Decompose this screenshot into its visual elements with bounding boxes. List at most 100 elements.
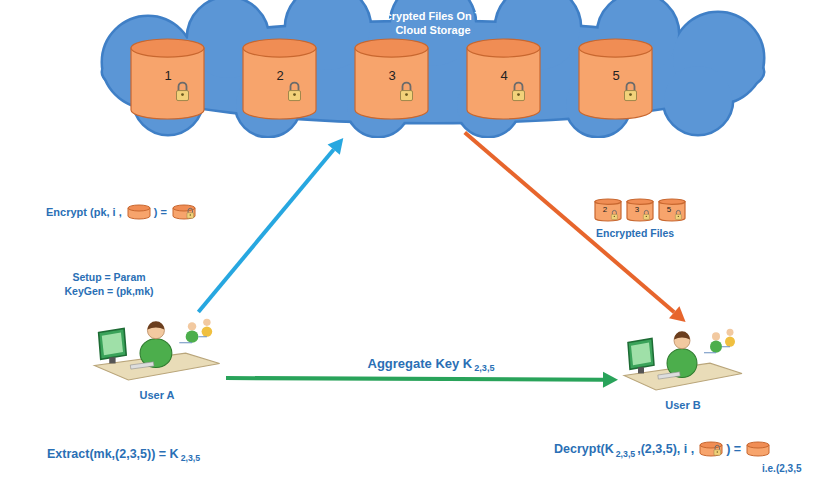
- encrypted-file: 3: [354, 38, 429, 120]
- monitor: [99, 328, 127, 359]
- lock-body: [675, 214, 681, 219]
- user-illustration: [618, 322, 748, 394]
- lock-keyhole: [629, 93, 632, 96]
- cloud-part: [664, 66, 732, 134]
- encrypted-file-icon: [172, 204, 196, 220]
- formula-text: i.e.(2,3,5: [762, 463, 801, 474]
- keyboard: [130, 362, 154, 369]
- formula-line: Decrypt(K2,3,5,(2,3,5), i ,) =: [554, 441, 773, 459]
- peer-body: [186, 331, 199, 343]
- edge-label-text: Aggregate Key K: [368, 356, 473, 371]
- lock-shackle: [676, 210, 680, 214]
- formula-text: ) =: [154, 206, 167, 218]
- formula-line: Encrypted Files: [596, 226, 676, 239]
- peer-head: [712, 332, 720, 340]
- file-icon: [127, 204, 151, 220]
- peer-body: [202, 326, 213, 336]
- cylinder-body: [131, 48, 204, 119]
- peer-link: [704, 347, 730, 353]
- cylinder-top: [243, 39, 316, 57]
- cylinder-body: [243, 48, 316, 119]
- arrow-connector: [465, 132, 686, 322]
- file-number: 2: [600, 205, 610, 215]
- cylinder-body: [579, 48, 652, 119]
- cloud-fill: [103, 0, 763, 136]
- lock-keyhole: [181, 93, 184, 96]
- lock-keyhole: [405, 93, 408, 96]
- lock-body: [177, 91, 189, 101]
- lock-body: [625, 91, 637, 101]
- user-workstation: User A: [88, 312, 226, 412]
- cylinder-top: [659, 199, 685, 204]
- formula-line: Setup = Param: [50, 270, 170, 283]
- arrow-head: [328, 138, 344, 155]
- cylinder-body: [355, 48, 428, 119]
- user-name: User B: [618, 398, 748, 412]
- lock-keyhole: [189, 214, 191, 216]
- cylinder-top: [467, 39, 540, 57]
- cylinder-shape: [658, 198, 686, 222]
- user-workstation: User B: [618, 322, 748, 427]
- file-number: 5: [608, 68, 624, 84]
- peer-body: [725, 336, 735, 346]
- cylinder-top: [747, 442, 769, 448]
- lock-keyhole: [517, 93, 520, 96]
- monitor-screen: [102, 333, 123, 356]
- monitor: [628, 338, 654, 369]
- lock-body: [611, 214, 617, 219]
- formula-text: ,(2,3,5), i ,: [637, 442, 694, 456]
- cylinder-top: [700, 442, 722, 448]
- person-hair: [147, 321, 164, 329]
- lock-shackle: [627, 83, 635, 91]
- arrow-head: [669, 306, 686, 322]
- cylinder-body: [467, 48, 540, 119]
- cylinder-top: [128, 205, 150, 211]
- formula-line: i.e.(2,3,5: [762, 462, 803, 474]
- lock-shackle: [188, 208, 192, 212]
- lock-shackle: [291, 83, 299, 91]
- cylinder-top: [627, 199, 653, 204]
- lock-shackle: [179, 83, 187, 91]
- cylinder-shape: [594, 198, 622, 222]
- cylinder-top: [355, 39, 428, 57]
- arrow-connector: [226, 372, 618, 388]
- encrypted-file: 1: [130, 38, 205, 120]
- formula-line: KeyGen = (pk,mk): [50, 284, 170, 297]
- cloud-storage: Encrypted Files On The Cloud Storage 1 2 3 4…: [88, 0, 778, 138]
- formula-text: KeyGen = (pk,mk): [65, 285, 154, 297]
- cylinder-shape: [626, 198, 654, 222]
- monitor-screen: [631, 343, 651, 366]
- lock-body: [289, 91, 301, 101]
- formula-text: ) =: [726, 442, 741, 456]
- lock-body: [513, 91, 525, 101]
- formula-text: Setup = Param: [72, 271, 145, 283]
- lock-shackle: [515, 83, 523, 91]
- formula-text: Extract(mk,(2,3,5)) = K: [47, 447, 179, 461]
- encrypted-file: 5: [578, 38, 653, 120]
- file-number: 3: [632, 205, 642, 215]
- cylinder-top: [131, 39, 204, 57]
- subscript-text: 2,3,5: [474, 363, 494, 373]
- peer-head: [727, 329, 734, 336]
- encrypted-file: 2: [242, 38, 317, 120]
- lock-body: [401, 91, 413, 101]
- edge-label: Aggregate Key K2,3,5: [368, 355, 497, 374]
- lock-shackle: [403, 83, 411, 91]
- lock-keyhole: [646, 216, 647, 217]
- formula-text: Encrypt (pk, i ,: [46, 206, 122, 218]
- file-number: 4: [496, 68, 512, 84]
- peer-body: [710, 341, 722, 353]
- lock-shackle: [644, 210, 648, 214]
- shared-file: 2: [594, 198, 622, 222]
- monitor-stand: [109, 357, 115, 363]
- shared-file: 3: [626, 198, 654, 222]
- cloud-title: Encrypted Files On The Cloud Storage: [358, 9, 508, 37]
- formula-line: Encrypt (pk, i , ) =: [46, 204, 199, 220]
- arrow-line: [465, 132, 674, 312]
- file-number: 5: [664, 205, 674, 215]
- encrypted-file-icon: [699, 441, 723, 457]
- peer-link: [179, 337, 207, 343]
- file-number: 2: [272, 68, 288, 84]
- file-icon: [746, 441, 770, 457]
